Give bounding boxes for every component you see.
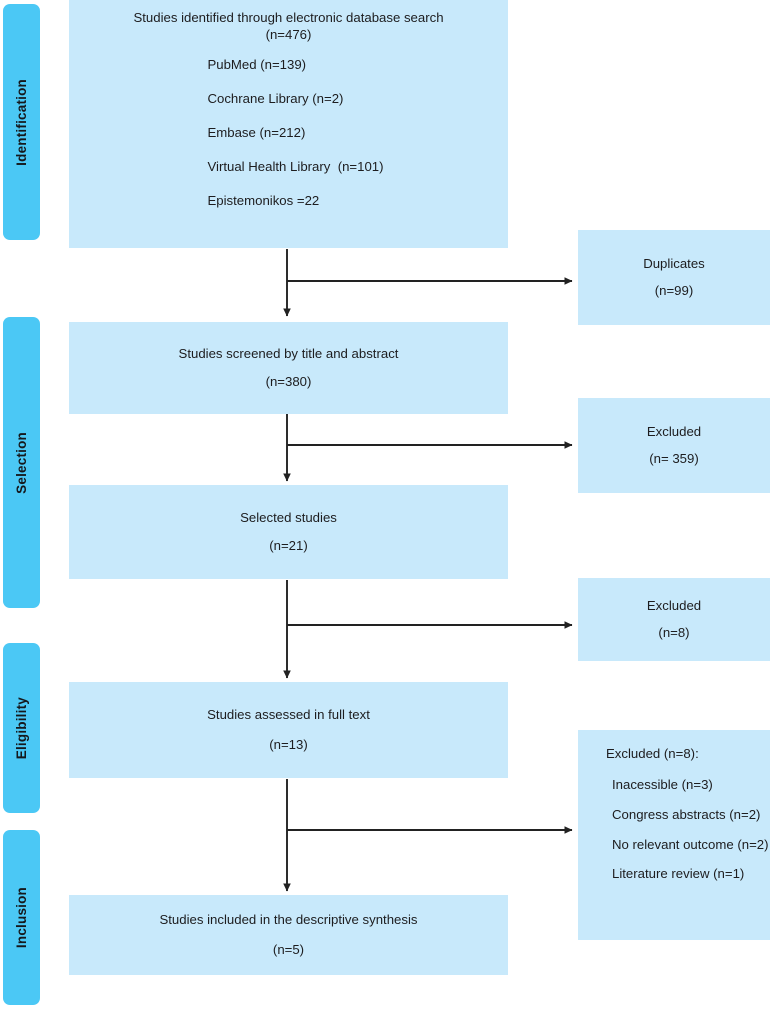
excluded-reason-inaccessible: Inacessible (n=3) [612, 777, 713, 792]
box-selected-studies: Selected studies (n=21) [69, 485, 508, 579]
box-selected-title: Selected studies [240, 509, 337, 525]
box-selected-count: (n=21) [269, 538, 308, 553]
excluded-reason-list: Inacessible (n=3) Congress abstracts (n=… [578, 777, 770, 882]
box-studies-included: Studies included in the descriptive synt… [69, 895, 508, 975]
box-included-count: (n=5) [272, 942, 305, 957]
database-source-cochrane: Cochrane Library (n=2) [207, 91, 344, 106]
stage-bar-eligibility: Eligibility [3, 643, 40, 813]
box-excluded-detail: Excluded (n=8): Inacessible (n=3) Congre… [578, 730, 770, 940]
database-source-embase: Embase (n=212) [207, 125, 306, 140]
box-excluded-screening-title: Excluded [646, 423, 702, 439]
box-excluded-selection: Excluded (n=8) [578, 578, 770, 661]
box-duplicates: Duplicates (n=99) [578, 230, 770, 325]
box-identified-count: (n=476) [265, 26, 312, 42]
box-studies-screened: Studies screened by title and abstract (… [69, 322, 508, 414]
stage-label-identification: Identification [14, 78, 29, 166]
box-screened-count: (n=380) [265, 374, 312, 389]
box-excluded-screening: Excluded (n= 359) [578, 398, 770, 493]
stage-label-selection: Selection [14, 431, 29, 494]
stage-label-eligibility: Eligibility [14, 696, 29, 760]
box-fulltext-title: Studies assessed in full text [207, 706, 370, 722]
excluded-reason-congress-abstracts: Congress abstracts (n=2) [612, 806, 761, 822]
box-included-title: Studies included in the descriptive synt… [159, 911, 418, 927]
database-source-pubmed: PubMed (n=139) [207, 57, 307, 72]
excluded-reason-no-relevant-outcome: No relevant outcome (n=2) [612, 836, 769, 852]
stage-bar-identification: Identification [3, 4, 40, 240]
box-studies-identified: Studies identified through electronic da… [69, 0, 508, 248]
box-identified-title-group: Studies identified through electronic da… [133, 10, 443, 43]
box-fulltext-count: (n=13) [269, 737, 308, 752]
box-excluded-screening-count: (n= 359) [649, 451, 699, 466]
box-excluded-selection-count: (n=8) [658, 625, 690, 640]
excluded-detail-header: Excluded (n=8): [606, 746, 699, 761]
box-duplicates-count: (n=99) [654, 283, 694, 298]
box-screened-title: Studies screened by title and abstract [178, 345, 399, 361]
box-identified-title: Studies identified through electronic da… [133, 10, 444, 25]
box-excluded-selection-title: Excluded [646, 597, 702, 613]
database-source-epistemonikos: Epistemonikos =22 [207, 193, 320, 208]
excluded-reason-literature-review: Literature review (n=1) [612, 866, 745, 882]
stage-bar-inclusion: Inclusion [3, 830, 40, 1005]
stage-bar-selection: Selection [3, 317, 40, 608]
database-source-list: PubMed (n=139) Cochrane Library (n=2) Em… [193, 57, 383, 208]
box-duplicates-title: Duplicates [643, 255, 705, 271]
box-studies-full-text: Studies assessed in full text (n=13) [69, 682, 508, 778]
database-source-virtual-health-library: Virtual Health Library (n=101) [207, 159, 384, 174]
stage-label-inclusion: Inclusion [14, 886, 29, 949]
